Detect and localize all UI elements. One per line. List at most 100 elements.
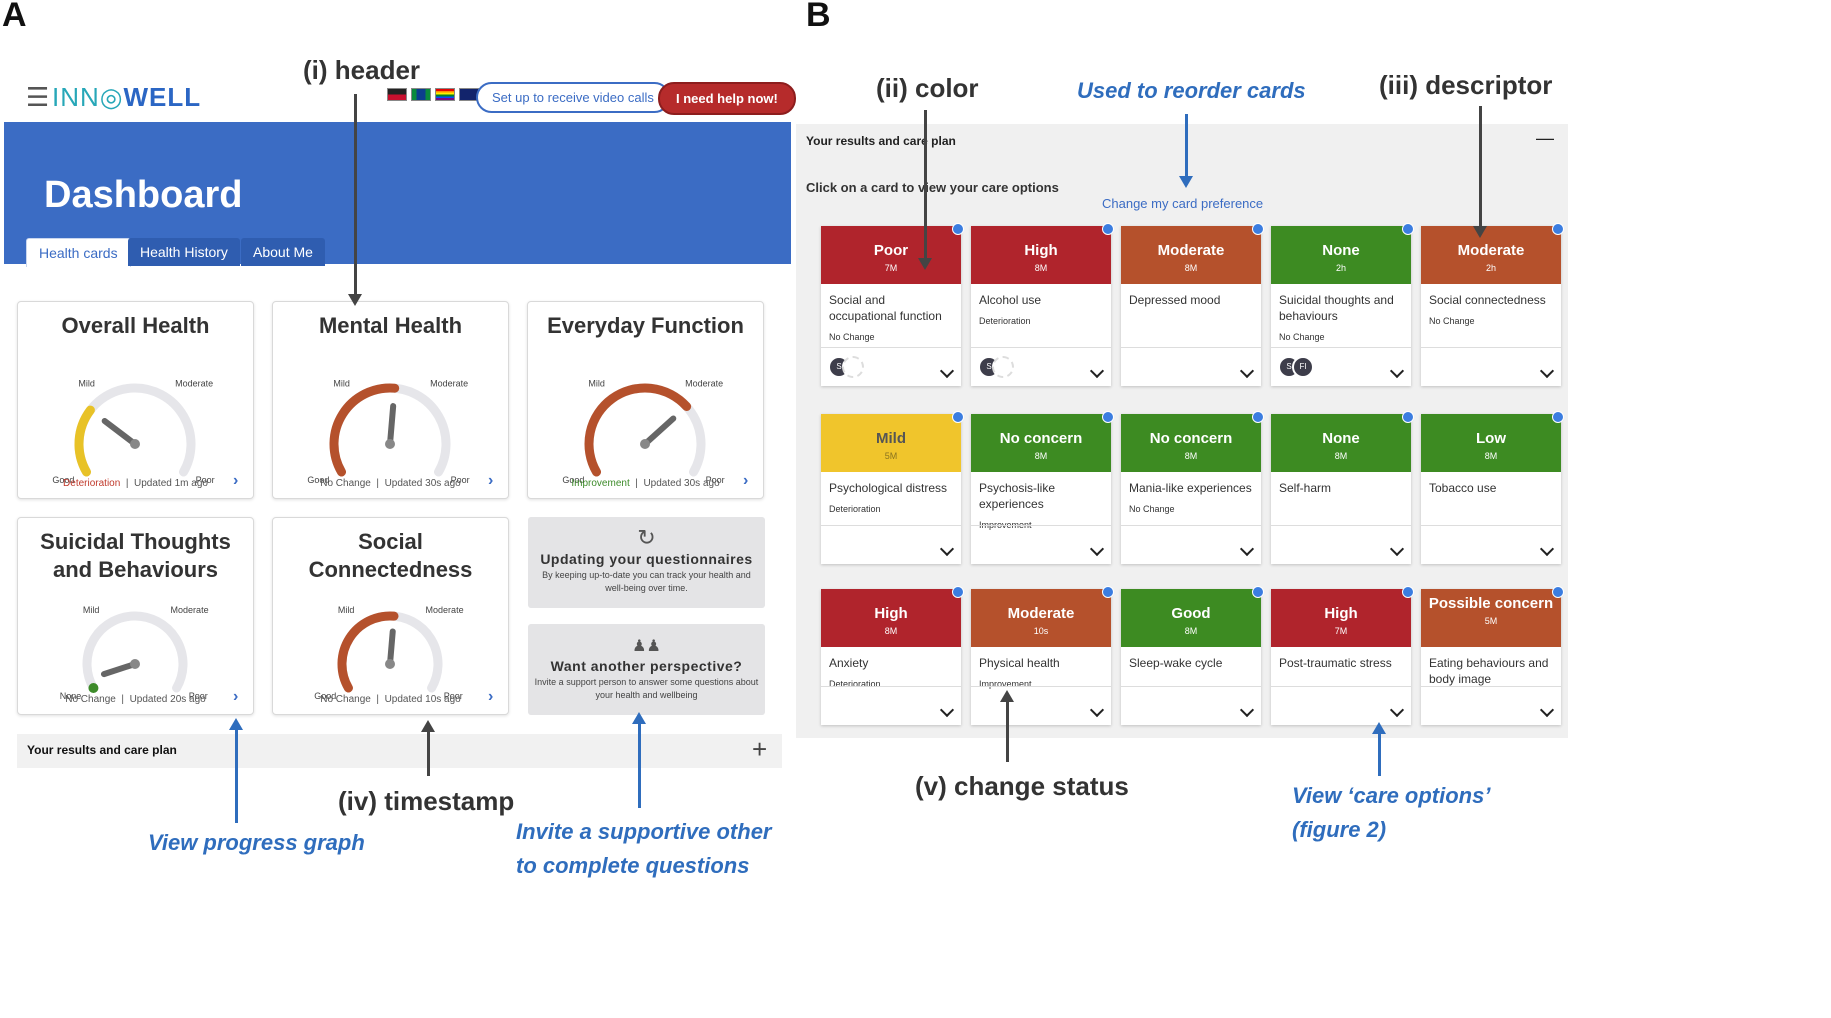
reorder-handle-icon[interactable] — [1552, 223, 1564, 235]
reorder-handle-icon[interactable] — [1102, 586, 1114, 598]
chevron-right-icon[interactable]: › — [488, 688, 494, 705]
chevron-down-icon[interactable] — [1389, 363, 1405, 379]
gauge-hub — [130, 439, 140, 449]
arrow-line — [1185, 114, 1188, 178]
reorder-handle-icon[interactable] — [952, 411, 964, 423]
reorder-handle-icon[interactable] — [1252, 411, 1264, 423]
torres-strait-flag-icon[interactable] — [411, 88, 431, 101]
callout-view-line2: (figure 2) — [1292, 817, 1387, 842]
gauge-scale-label: Good — [52, 475, 74, 485]
reorder-handle-icon[interactable] — [952, 586, 964, 598]
chevron-right-icon[interactable]: › — [488, 472, 494, 489]
chevron-right-icon[interactable]: › — [233, 688, 239, 705]
reorder-handle-icon[interactable] — [1552, 586, 1564, 598]
logo-text-1: INN — [52, 82, 100, 112]
panel-label-b: B — [806, 0, 831, 34]
card-descriptor: Sleep-wake cycle — [1129, 656, 1223, 670]
chevron-down-icon[interactable] — [1539, 541, 1555, 557]
rainbow-flag-icon[interactable] — [435, 88, 455, 101]
chevron-down-icon[interactable] — [939, 363, 955, 379]
callout-progress-graph: View progress graph — [148, 830, 365, 855]
reorder-handle-icon[interactable] — [952, 223, 964, 235]
gauge-needle — [387, 628, 396, 667]
card-level: Poor — [873, 242, 909, 259]
card-footer: S — [821, 347, 961, 386]
gauge-hub — [385, 439, 395, 449]
change-status: No Change — [320, 694, 371, 705]
results-care-plan-bar[interactable]: Your results and care plan + — [17, 734, 782, 768]
card-level: No concern — [999, 430, 1083, 447]
card-footer — [821, 525, 961, 564]
help-now-button[interactable]: I need help now! — [658, 82, 796, 115]
reorder-handle-icon[interactable] — [1402, 223, 1414, 235]
reorder-handle-icon[interactable] — [1552, 411, 1564, 423]
chevron-right-icon[interactable]: › — [743, 472, 749, 489]
chevron-down-icon[interactable] — [1239, 363, 1255, 379]
card-time: 8M — [1484, 451, 1498, 461]
chevron-down-icon[interactable] — [1389, 541, 1405, 557]
collapse-icon[interactable]: — — [1536, 128, 1554, 148]
chevron-down-icon[interactable] — [1239, 702, 1255, 718]
tab-health-history[interactable]: Health History — [128, 238, 240, 266]
chevron-right-icon[interactable]: › — [233, 472, 239, 489]
card-footer — [1271, 525, 1411, 564]
reorder-handle-icon[interactable] — [1252, 223, 1264, 235]
chevron-down-icon[interactable] — [1539, 702, 1555, 718]
card-time: 8M — [1334, 451, 1348, 461]
card-footer — [1121, 686, 1261, 725]
reorder-handle-icon[interactable] — [1102, 223, 1114, 235]
reorder-handle-icon[interactable] — [1402, 586, 1414, 598]
chevron-down-icon[interactable] — [1389, 702, 1405, 718]
card-preference-link[interactable]: Change my card preference — [1102, 196, 1264, 211]
reorder-handle-icon[interactable] — [1402, 411, 1414, 423]
video-calls-button[interactable]: Set up to receive video calls — [476, 82, 670, 113]
tab-health-cards[interactable]: Health cards — [26, 238, 131, 267]
update-questionnaires-card[interactable]: ↻ Updating your questionnaires By keepin… — [528, 517, 765, 608]
chevron-down-icon[interactable] — [1539, 363, 1555, 379]
gauge-title-line1: Suicidal Thoughts — [40, 529, 231, 554]
gauge-scale-label: Moderate — [426, 605, 464, 615]
another-perspective-card[interactable]: ♟♟ Want another perspective? Invite a su… — [528, 624, 765, 715]
card-footer — [1421, 347, 1561, 386]
gauge-hub — [130, 659, 140, 669]
chevron-down-icon[interactable] — [1239, 541, 1255, 557]
chevron-down-icon[interactable] — [1089, 541, 1105, 557]
gauge-fill — [337, 611, 399, 693]
aboriginal-flag-icon[interactable] — [387, 88, 407, 101]
reorder-handle-icon[interactable] — [1252, 586, 1264, 598]
chevron-down-icon[interactable] — [1089, 702, 1105, 718]
menu-icon[interactable]: ☰ — [26, 82, 50, 112]
tab-about-me[interactable]: About Me — [241, 238, 325, 266]
chevron-down-icon[interactable] — [939, 702, 955, 718]
chevron-down-icon[interactable] — [1089, 363, 1105, 379]
reorder-handle-icon[interactable] — [1102, 411, 1114, 423]
chevron-down-icon[interactable] — [939, 541, 955, 557]
expand-icon[interactable]: + — [752, 734, 768, 764]
flag-group — [387, 88, 483, 106]
gauge-scale-label: Poor — [444, 691, 463, 701]
